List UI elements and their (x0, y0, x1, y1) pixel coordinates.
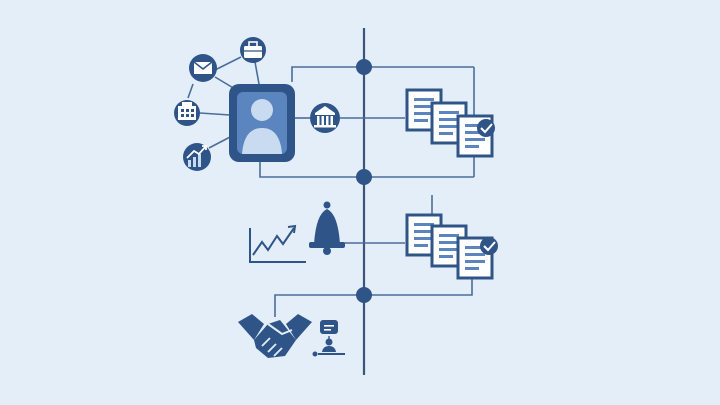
mail-icon (189, 54, 217, 82)
growth-chart-icon (183, 143, 211, 171)
timeline-marker-1 (356, 59, 372, 75)
briefcase-icon (240, 37, 266, 63)
handshake-icon (238, 314, 312, 358)
connector-avatar-top (291, 66, 364, 82)
timeline-marker-2 (356, 169, 372, 185)
documents-group-2 (405, 213, 498, 280)
trend-chart-icon (249, 224, 306, 263)
spoke-mail-building (187, 83, 194, 99)
check-badge-icon (480, 237, 498, 255)
timeline-markers (356, 59, 372, 303)
profile-avatar-icon (229, 84, 295, 162)
spoke-growth (208, 135, 233, 149)
bell-icon (309, 201, 345, 255)
timeline-marker-3 (356, 287, 372, 303)
spoke-mail-briefcase (212, 56, 242, 72)
building-icon (174, 100, 200, 126)
bank-icon (310, 103, 340, 133)
check-badge-icon (477, 119, 495, 137)
connector-avatar-mid (259, 162, 474, 178)
spoke-briefcase (254, 61, 260, 85)
user-presenter-icon (312, 320, 345, 357)
connector-handshake (274, 294, 364, 317)
spoke-building (199, 112, 231, 116)
documents-group-1 (405, 88, 495, 158)
connector-bottom-right (364, 278, 473, 296)
